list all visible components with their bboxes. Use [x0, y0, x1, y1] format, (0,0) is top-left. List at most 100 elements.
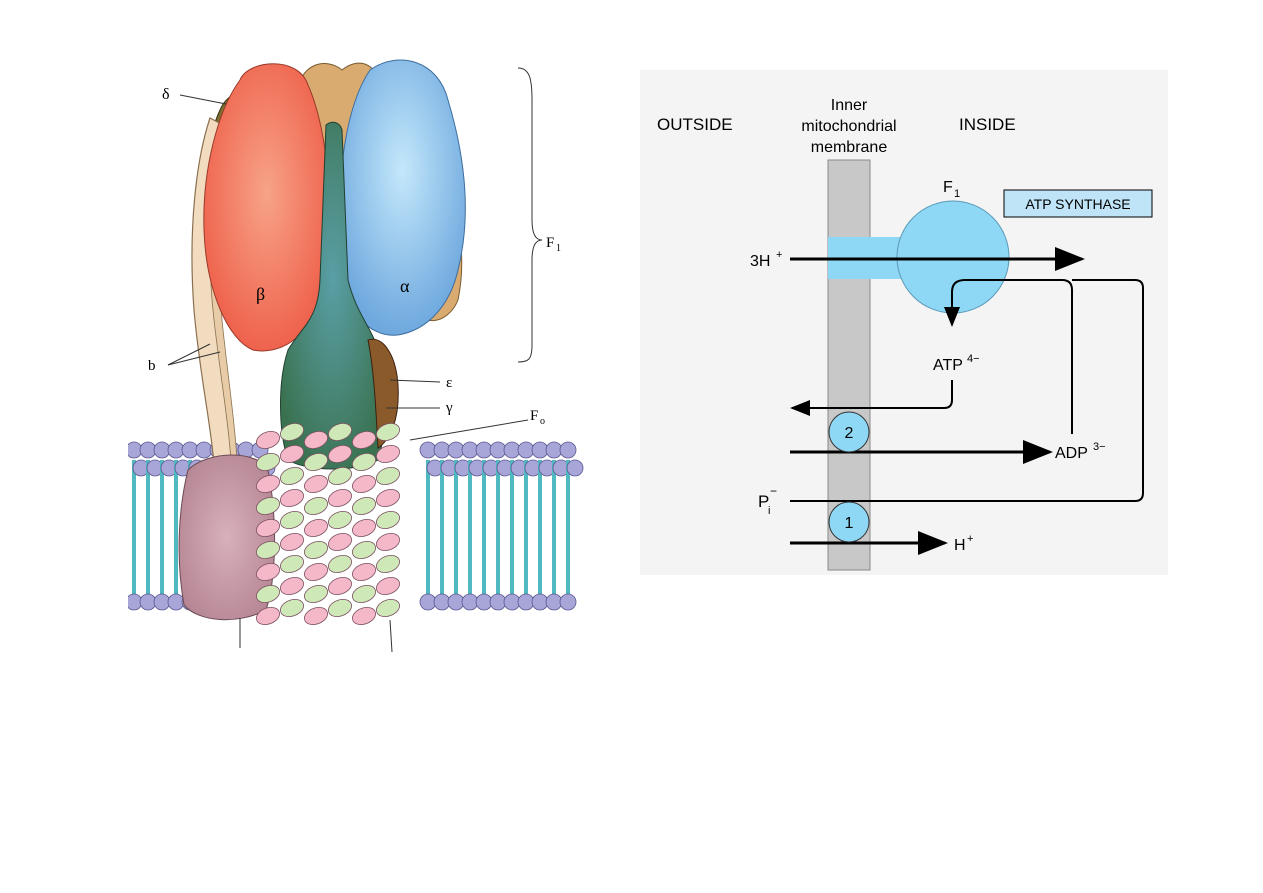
svg-text:ADP: ADP — [1055, 445, 1088, 462]
c-subunit-helix — [327, 445, 353, 463]
schematic-svg: OUTSIDE Inner mitochondrial membrane INS… — [640, 70, 1168, 575]
label-membrane-line3: membrane — [811, 139, 888, 156]
c-subunit-helix — [303, 519, 329, 537]
atp-synthase-box — [1003, 189, 1153, 218]
svg-text:3H: 3H — [750, 253, 770, 270]
c-subunit-helix — [303, 585, 329, 603]
c-subunit-helix — [351, 431, 377, 449]
c-subunit-helix — [351, 497, 377, 515]
c-subunit-helix — [303, 475, 329, 493]
label-h: H + — [954, 533, 973, 554]
lipid-head — [517, 593, 535, 611]
c-subunit-helix — [375, 489, 401, 507]
lipid-head — [566, 459, 584, 477]
c-subunit-helix — [279, 533, 305, 551]
lipid-head — [531, 441, 549, 459]
svg-text:1: 1 — [556, 243, 561, 254]
label-gamma: γ — [445, 400, 453, 416]
svg-text:3−: 3− — [1093, 441, 1106, 453]
label-fo: F o — [530, 408, 545, 427]
c-subunit-helix — [351, 475, 377, 493]
label-beta: β — [256, 284, 265, 304]
transporter-1-label: 1 — [845, 515, 854, 532]
c-subunit-helix — [327, 599, 353, 617]
c-subunit-helix — [375, 577, 401, 595]
label-membrane-line1: Inner — [831, 97, 868, 114]
lipid-head — [559, 441, 577, 459]
atp-synthase-schematic: OUTSIDE Inner mitochondrial membrane INS… — [640, 70, 1168, 575]
c-subunit-helix — [279, 577, 305, 595]
label-3h: 3H + — [750, 249, 782, 270]
c-subunit-helix — [279, 555, 305, 573]
label-b: b — [148, 358, 156, 374]
c-subunit-helix — [279, 423, 305, 441]
pi-uptake-line — [790, 279, 1144, 502]
atp-synthase-structure-illustration: δ β α b ε γ F 1 F o a — [125, 40, 584, 661]
label-pi: P i − — [758, 484, 777, 517]
c-subunit-helix — [303, 563, 329, 581]
beta-subunit — [203, 63, 330, 352]
label-membrane-line2: mitochondrial — [801, 118, 896, 135]
lipid-head — [503, 441, 521, 459]
c-subunit-helix — [351, 453, 377, 471]
c-subunit-helix — [327, 423, 353, 441]
c-subunit-helix — [351, 585, 377, 603]
label-delta: δ — [162, 86, 170, 103]
c-subunit-helix — [351, 607, 377, 625]
schematic-background — [640, 70, 1168, 575]
c-subunit-helix — [303, 497, 329, 515]
label-atp: ATP 4− — [933, 353, 980, 374]
c-subunit-helix — [255, 607, 281, 625]
svg-text:+: + — [967, 533, 973, 545]
label-f1-schematic: F 1 — [943, 179, 960, 200]
c-subunit-helix — [327, 555, 353, 573]
lipid-head — [559, 593, 577, 611]
svg-text:F: F — [546, 235, 554, 251]
lipid-head — [545, 593, 563, 611]
atp-synthase-label: ATP SYNTHASE — [1025, 196, 1130, 212]
svg-text:o: o — [540, 416, 545, 427]
c-subunit-helix — [375, 555, 401, 573]
svg-text:+: + — [776, 249, 782, 261]
label-f1: F 1 — [546, 235, 561, 254]
c-subunit-helix — [279, 467, 305, 485]
label-outside: OUTSIDE — [657, 115, 733, 134]
svg-text:i: i — [768, 505, 770, 517]
c-subunit-helix — [351, 519, 377, 537]
transporter-1-circle — [828, 501, 870, 543]
c-subunit-helix — [279, 511, 305, 529]
c-subunit-helix — [303, 607, 329, 625]
lipid-head — [517, 441, 535, 459]
c-subunit-helix — [351, 563, 377, 581]
svg-text:F: F — [943, 179, 953, 196]
label-alpha: α — [400, 276, 410, 296]
c-subunit-helix — [279, 599, 305, 617]
structure-svg: δ β α b ε γ F 1 F o a — [125, 59, 584, 661]
adp-return-line — [1010, 279, 1073, 434]
c-subunit-helix — [375, 423, 401, 441]
c-subunit-helix — [255, 563, 281, 581]
c-subunit-helix — [327, 533, 353, 551]
atp-export-arrow — [790, 380, 953, 416]
c-subunit-helix — [351, 541, 377, 559]
c-subunit-helix — [303, 431, 329, 449]
c-subunit-helix — [375, 511, 401, 529]
c-subunit-helix — [327, 489, 353, 507]
svg-text:H: H — [954, 537, 966, 554]
c-subunit-helix — [375, 533, 401, 551]
label-adp: ADP 3− — [1055, 441, 1106, 462]
svg-text:4−: 4− — [967, 353, 980, 365]
transporter-2-label: 2 — [845, 425, 854, 442]
c-subunit-helix — [303, 541, 329, 559]
svg-text:1: 1 — [954, 188, 960, 200]
label-inside: INSIDE — [959, 115, 1016, 134]
leader-lines — [167, 67, 543, 653]
c-subunit-helix — [327, 511, 353, 529]
c-subunit-helix — [255, 453, 281, 471]
c-subunit-helix — [255, 585, 281, 603]
atp-release-arrow — [944, 279, 1010, 327]
c-subunit-helix — [255, 475, 281, 493]
c-subunit-helix — [255, 497, 281, 515]
c-subunit-helix — [255, 431, 281, 449]
c-subunit-helix — [375, 599, 401, 617]
